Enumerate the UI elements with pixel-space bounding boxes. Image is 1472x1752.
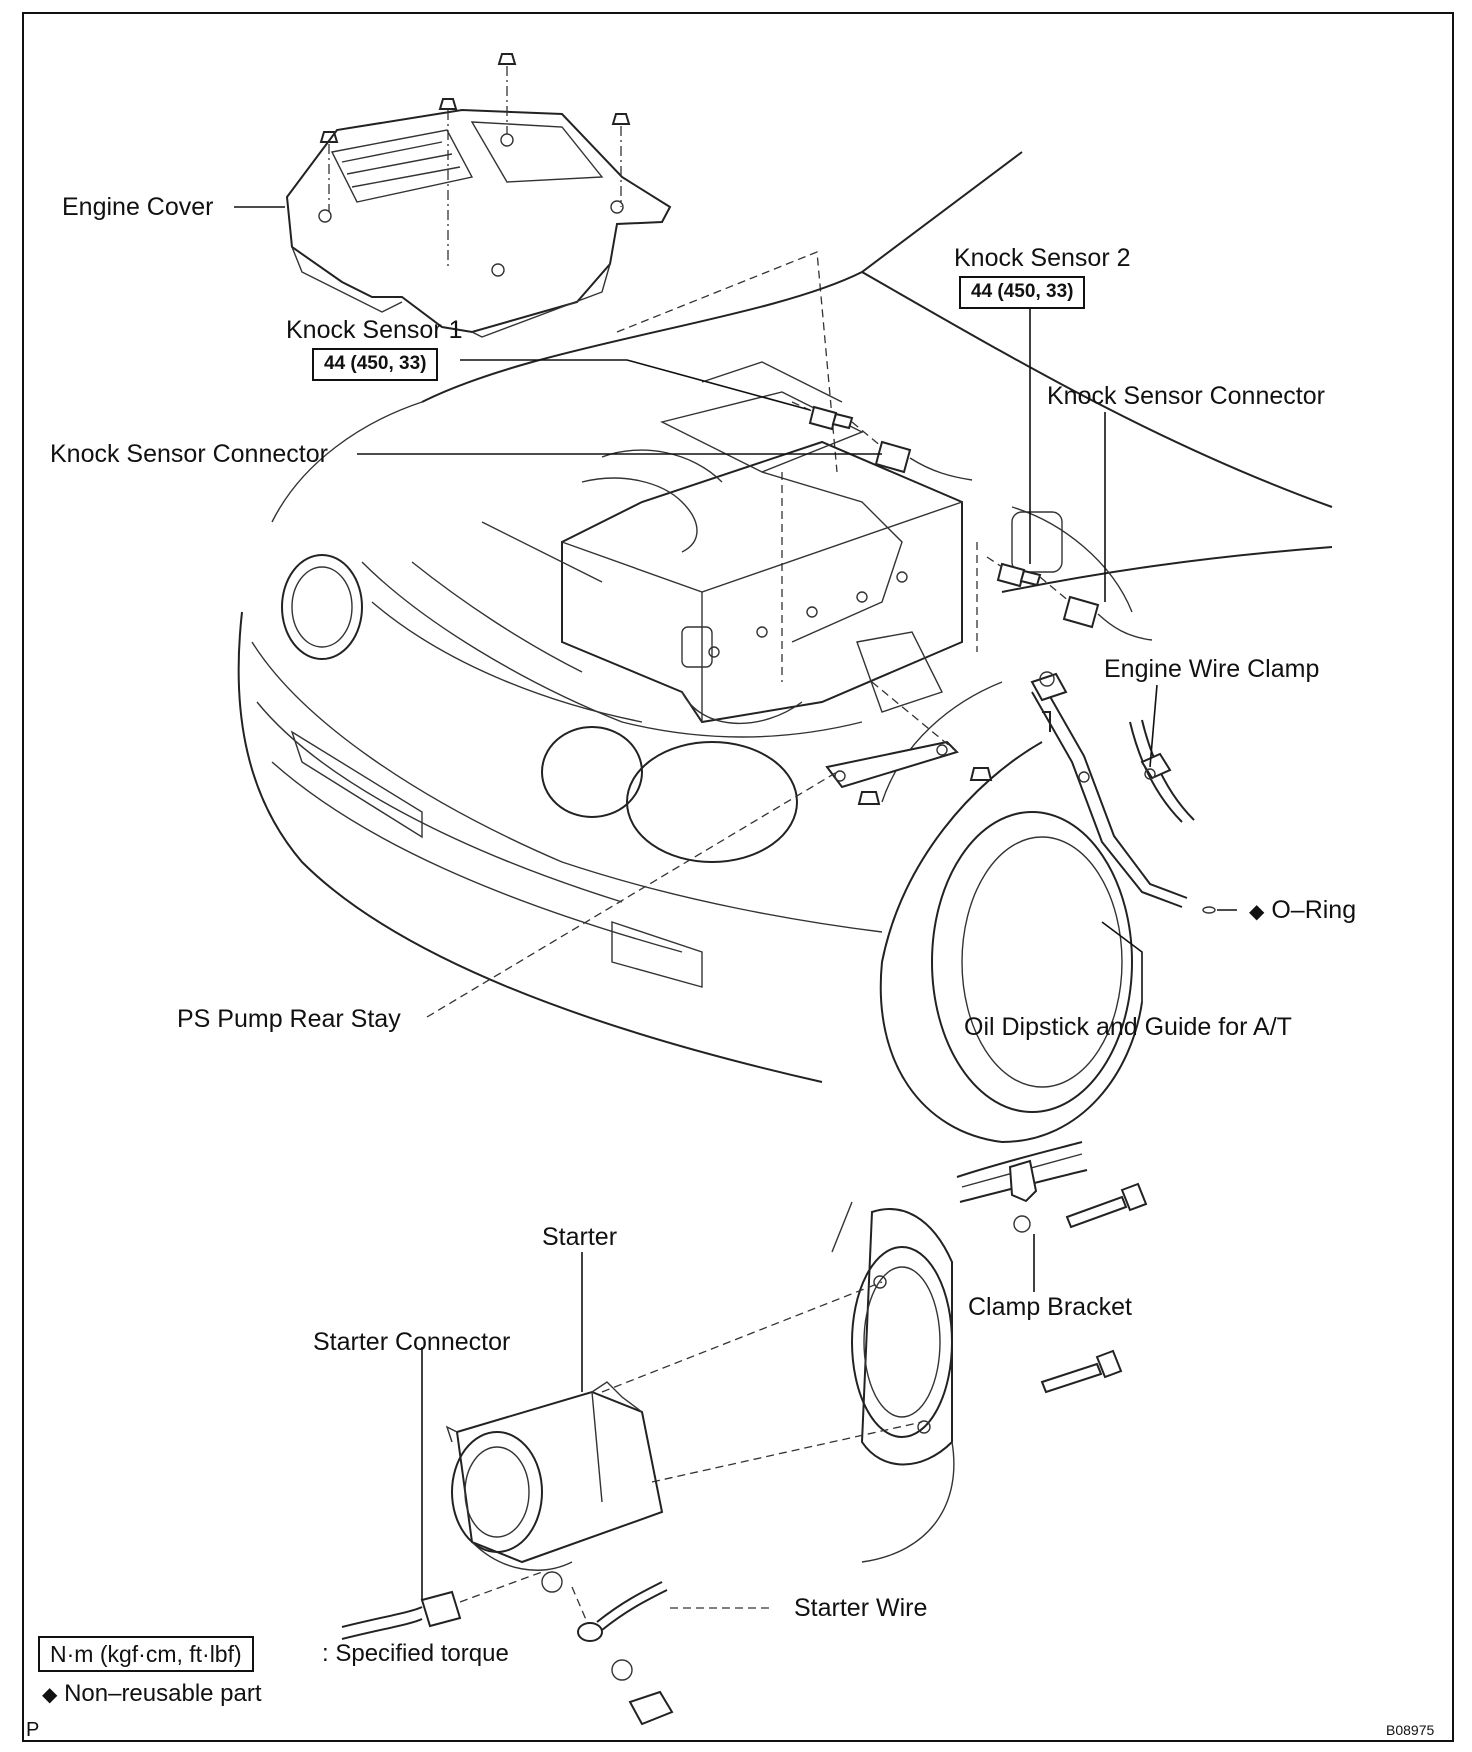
non-reusable-legend: ◆ Non–reusable part: [42, 1682, 262, 1706]
starter-part: [445, 1381, 664, 1593]
ps-pump-rear-stay-part: [825, 681, 993, 805]
engine-drawing: [411, 361, 1063, 725]
knock-sensor-1-label: Knock Sensor 1: [286, 316, 463, 344]
corner-mark: P: [26, 1719, 40, 1741]
starter-connector-label: Starter Connector: [313, 1328, 511, 1356]
figure-code: B08975: [1386, 1722, 1435, 1738]
engine-cover-label: Engine Cover: [62, 193, 214, 221]
torque-legend-box: N·m (kgf·cm, ft·lbf): [38, 1636, 254, 1673]
starter-bolt-part: [1040, 1349, 1123, 1394]
terminal-cap-part: [611, 1659, 674, 1726]
knock-sensor-2-part: [996, 562, 1042, 588]
knock-sensor-2-connector-part: [1062, 595, 1153, 641]
knock-sensor-connector-right-label: Knock Sensor Connector: [1047, 382, 1325, 410]
starter-label: Starter: [542, 1223, 618, 1251]
knock-sensor-2-torque-box: 44 (450, 33): [959, 276, 1086, 309]
dipstick-part: [1030, 671, 1216, 914]
starter-connector-part: [341, 1571, 543, 1640]
clamp-bracket-part: [956, 1141, 1148, 1233]
transmission-housing-part: [831, 1201, 955, 1563]
non-reusable-diamond-icon: ◆: [1249, 901, 1265, 923]
ps-pump-rear-stay-label: PS Pump Rear Stay: [177, 1005, 401, 1033]
engine-cover-drawing: [285, 53, 838, 473]
o-ring-label: ◆ O–Ring: [1249, 898, 1356, 923]
starter-wire-part: [571, 1581, 668, 1642]
knock-sensor-1-connector-part: [874, 440, 973, 481]
car-body-drawing: [237, 151, 1333, 1143]
diagram-frame: Engine Cover Knock Sensor 1 44 (450, 33)…: [22, 12, 1454, 1742]
engine-wire-clamp-part: [1129, 719, 1195, 823]
o-ring-text: O–Ring: [1271, 896, 1357, 924]
non-reusable-legend-diamond-icon: ◆: [42, 1684, 58, 1706]
engine-wire-clamp-label: Engine Wire Clamp: [1104, 655, 1320, 683]
clamp-bracket-label: Clamp Bracket: [968, 1293, 1132, 1321]
knock-sensor-2-label: Knock Sensor 2: [954, 244, 1131, 272]
knock-sensor-1-torque-box: 44 (450, 33): [312, 348, 439, 381]
oil-dipstick-label: Oil Dipstick and Guide for A/T: [964, 1013, 1292, 1041]
engine-bay-illustration: [234, 53, 1333, 1726]
knock-sensor-connector-left-label: Knock Sensor Connector: [50, 440, 328, 468]
starter-wire-label: Starter Wire: [794, 1594, 928, 1622]
leader-lines: [234, 206, 1237, 1609]
non-reusable-legend-text: Non–reusable part: [64, 1680, 262, 1707]
knock-sensor-1-part: [808, 405, 854, 431]
torque-legend-text: : Specified torque: [322, 1640, 509, 1667]
